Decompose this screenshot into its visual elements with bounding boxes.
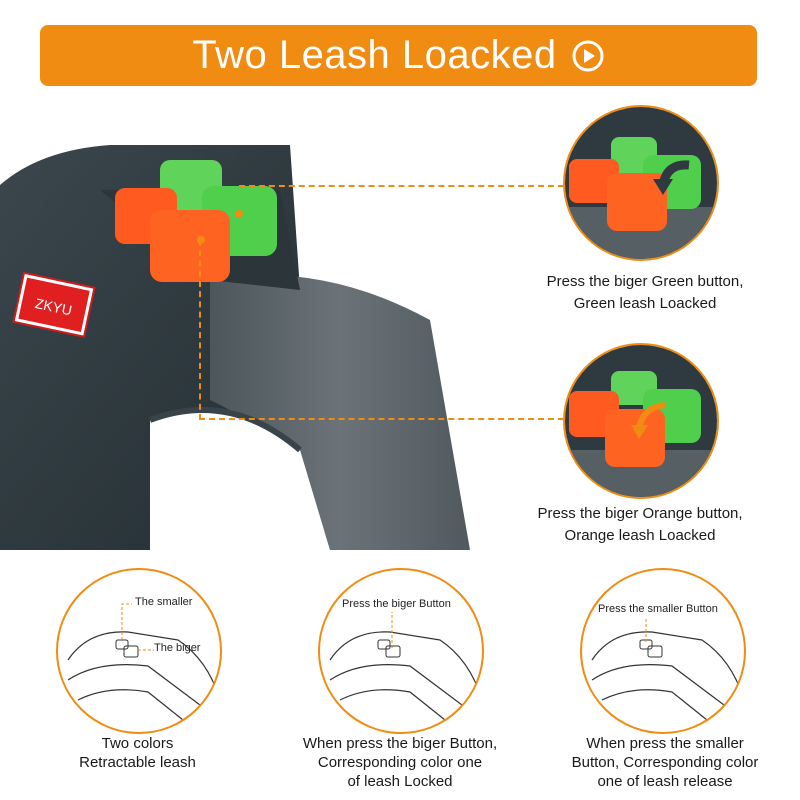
guide-line-green-h xyxy=(239,185,564,187)
diagram-press-smaller xyxy=(580,568,746,734)
label-the-biger: The biger xyxy=(154,642,201,654)
label-press-biger: Press the biger Button xyxy=(342,598,451,610)
brand-badge: ZKYU xyxy=(12,271,96,338)
zoom-orange-caption: Press the biger Orange button, Orange le… xyxy=(537,505,743,544)
zoom-green-button xyxy=(563,105,719,261)
brand-badge-text: ZKYU xyxy=(34,295,74,318)
big-orange-button xyxy=(150,210,230,282)
play-circle-icon xyxy=(572,40,604,71)
zoom-green-caption: Press the biger Green button, Green leas… xyxy=(546,273,744,312)
label-the-smaller: The smaller xyxy=(135,596,193,608)
leash-product-image: ZKYU xyxy=(0,145,470,550)
caption-two-colors: Two colors Retractable leash xyxy=(79,735,196,771)
banner-title: Two Leash Loacked xyxy=(192,33,557,77)
diagram-two-colors xyxy=(56,568,222,734)
zoom-orange-button xyxy=(563,343,719,499)
title-banner: Two Leash Loacked xyxy=(40,25,757,86)
label-press-smaller: Press the smaller Button xyxy=(598,603,718,615)
caption-press-smaller: When press the smaller Button, Correspon… xyxy=(571,735,759,790)
guide-line-orange-v xyxy=(199,240,201,420)
guide-line-orange-h xyxy=(199,418,564,420)
caption-press-biger: When press the biger Button, Correspondi… xyxy=(302,735,498,790)
diagram-press-biger xyxy=(318,568,484,734)
